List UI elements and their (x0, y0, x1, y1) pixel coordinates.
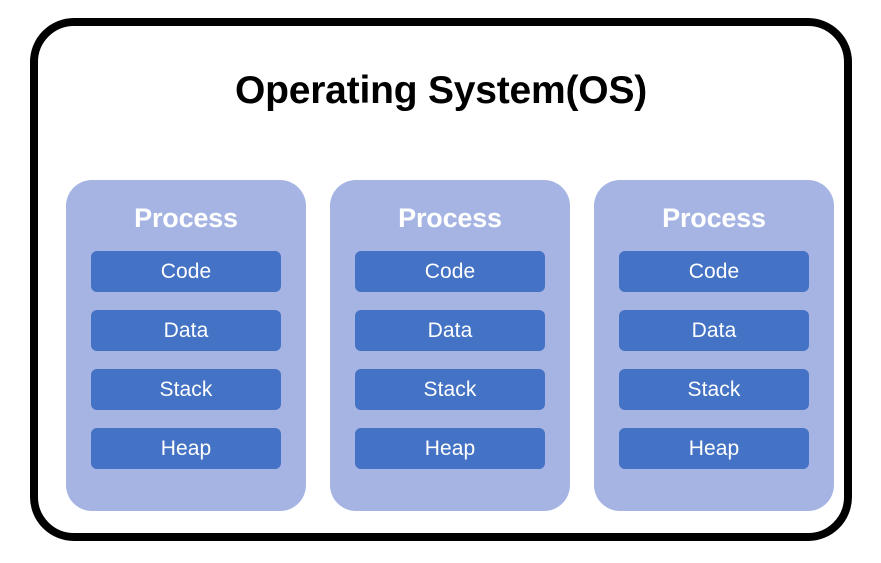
segment-box-data[interactable]: Data (355, 309, 545, 351)
process-card[interactable]: Process Code Data Stack Heap (594, 180, 834, 511)
segment-label: Heap (160, 436, 212, 460)
segment-label: Code (160, 259, 212, 283)
operating-system-container: Operating System(OS) Process Code Data S… (30, 18, 852, 541)
segment-box-heap[interactable]: Heap (91, 427, 281, 469)
process-card-title: Process (134, 203, 238, 233)
segment-box-code[interactable]: Code (91, 250, 281, 292)
segment-label: Heap (688, 436, 740, 460)
segment-label: Data (163, 318, 209, 342)
segment-label: Heap (424, 436, 476, 460)
process-card[interactable]: Process Code Data Stack Heap (66, 180, 306, 511)
process-row: Process Code Data Stack Heap (66, 180, 834, 511)
segment-label: Code (688, 259, 740, 283)
segment-label: Data (427, 318, 473, 342)
segment-box-heap[interactable]: Heap (619, 427, 809, 469)
segment-box-stack[interactable]: Stack (355, 368, 545, 410)
segment-box-code[interactable]: Code (619, 250, 809, 292)
segment-label: Stack (687, 377, 741, 401)
segment-box-heap[interactable]: Heap (355, 427, 545, 469)
process-card-title: Process (662, 203, 766, 233)
process-segment-list: Code Data Stack Heap (619, 250, 809, 469)
process-card-title: Process (398, 203, 502, 233)
process-segment-list: Code Data Stack Heap (355, 250, 545, 469)
segment-label: Stack (159, 377, 213, 401)
segment-box-data[interactable]: Data (619, 309, 809, 351)
segment-box-stack[interactable]: Stack (91, 368, 281, 410)
segment-box-data[interactable]: Data (91, 309, 281, 351)
segment-label: Code (424, 259, 476, 283)
segment-box-stack[interactable]: Stack (619, 368, 809, 410)
process-card[interactable]: Process Code Data Stack Heap (330, 180, 570, 511)
segment-box-code[interactable]: Code (355, 250, 545, 292)
segment-label: Data (691, 318, 737, 342)
process-segment-list: Code Data Stack Heap (91, 250, 281, 469)
segment-label: Stack (423, 377, 477, 401)
operating-system-title: Operating System(OS) (234, 69, 648, 112)
